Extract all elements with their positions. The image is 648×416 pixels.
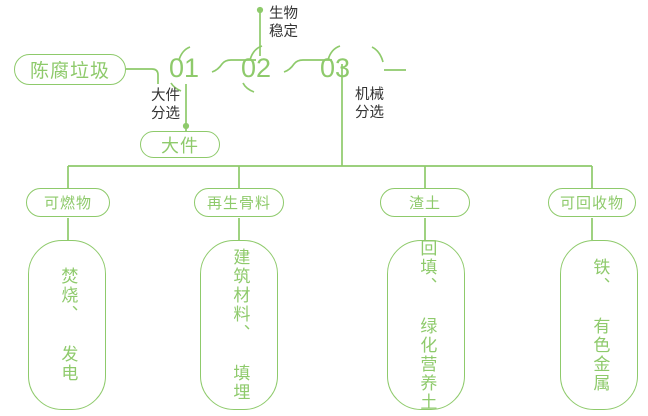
stage-label-02-line1: 生物 [269, 6, 298, 22]
stage-label-02-line2: 稳定 [269, 23, 298, 40]
arc-03-top [327, 45, 341, 61]
arc-01-top [178, 46, 191, 61]
stage-label-01-line2: 分选 [151, 105, 180, 122]
stage-label-01-da-jian-fen-xuan: 大件 分选 [118, 88, 180, 123]
node-dot-02 [256, 6, 264, 14]
destination-box-1[interactable]: 焚烧、 发电 [28, 240, 106, 410]
destination-box-2[interactable]: 建筑材料、 填埋 [200, 240, 278, 410]
output-node-da-jian-label: 大件 [161, 135, 199, 156]
stage-label-03-ji-xie-fen-xuan: 机械 分选 [355, 87, 384, 122]
destination-label-3: 回填、 绿化营养土 [417, 238, 437, 412]
category-node-2[interactable]: 再生骨料 [194, 188, 284, 217]
node-dot-01 [182, 122, 190, 130]
stage-number-01[interactable]: 01 [169, 53, 200, 83]
destination-label-2: 建筑材料、 填埋 [230, 248, 250, 402]
root-node-label: 陈腐垃圾 [29, 61, 110, 82]
category-label-1: 可燃物 [43, 195, 92, 212]
category-label-4: 可回收物 [559, 195, 624, 212]
destination-box-4[interactable]: 铁、 有色金属 [560, 240, 638, 410]
category-node-1[interactable]: 可燃物 [26, 188, 110, 217]
root-node-chen-fu-la-ji[interactable]: 陈腐垃圾 [14, 54, 126, 85]
wire-01-to-02 [211, 59, 256, 73]
stage-label-03-line2: 分选 [355, 104, 384, 121]
arc-03-right [371, 46, 384, 63]
stage-number-02[interactable]: 02 [241, 53, 272, 83]
destination-label-1: 焚烧、 发电 [58, 267, 78, 383]
category-node-3[interactable]: 渣土 [380, 188, 470, 217]
stage-label-02-sheng-wu-wen-ding: 生物 稳定 [269, 6, 298, 41]
stage-label-03-line1: 机械 [355, 87, 384, 103]
arc-02-bottom [242, 82, 255, 93]
category-node-4[interactable]: 可回收物 [548, 188, 636, 217]
output-node-da-jian[interactable]: 大件 [140, 131, 220, 158]
destination-label-4: 铁、 有色金属 [590, 257, 610, 393]
stage-label-01-line1: 大件 [151, 88, 180, 104]
category-label-2: 再生骨料 [206, 195, 271, 212]
destination-box-3[interactable]: 回填、 绿化营养土 [387, 238, 465, 412]
arc-01-bottom [170, 82, 182, 92]
category-label-3: 渣土 [408, 195, 441, 212]
wire-02-to-03 [283, 59, 332, 73]
stage-number-03[interactable]: 03 [320, 53, 351, 83]
wire-root-to-01 [126, 68, 159, 84]
